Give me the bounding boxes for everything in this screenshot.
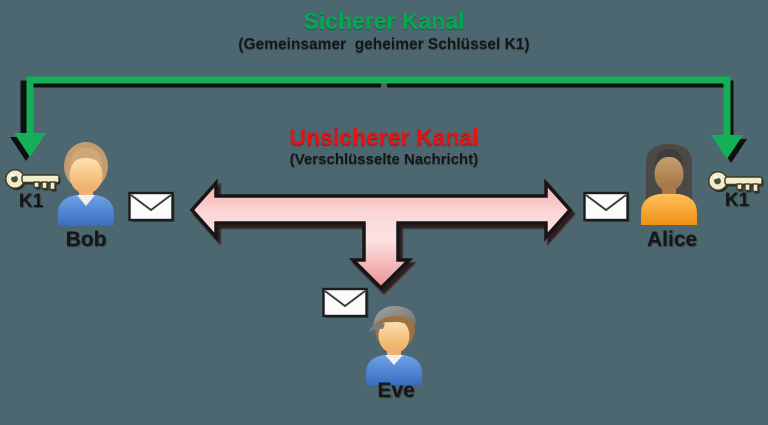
key-icon-right (708, 171, 764, 194)
bob-label: Bob (65, 228, 107, 251)
eve-avatar (366, 306, 422, 385)
key-label-left: K1 (18, 191, 44, 212)
envelope-icon-eve (322, 287, 369, 318)
key-icon-left (5, 169, 61, 192)
alice-label: Alice (646, 228, 698, 251)
eve-label: Eve (377, 379, 415, 402)
insecure-channel-subtitle: (Verschlüsselte Nachricht) (289, 151, 479, 168)
insecure-channel-title: Unsicherer Kanal (289, 124, 479, 150)
secure-channel-title: Sicherer Kanal (303, 8, 465, 34)
envelope-icon-bob (128, 191, 175, 222)
insecure-channel-arrow (189, 178, 573, 291)
envelope-icon-alice (583, 191, 630, 222)
alice-avatar (641, 144, 697, 225)
secure-channel-subtitle: (Gemeinsamer geheimer Schlüssel K1) (238, 36, 530, 53)
bob-avatar (58, 142, 114, 226)
key-label-right: K1 (724, 190, 750, 211)
